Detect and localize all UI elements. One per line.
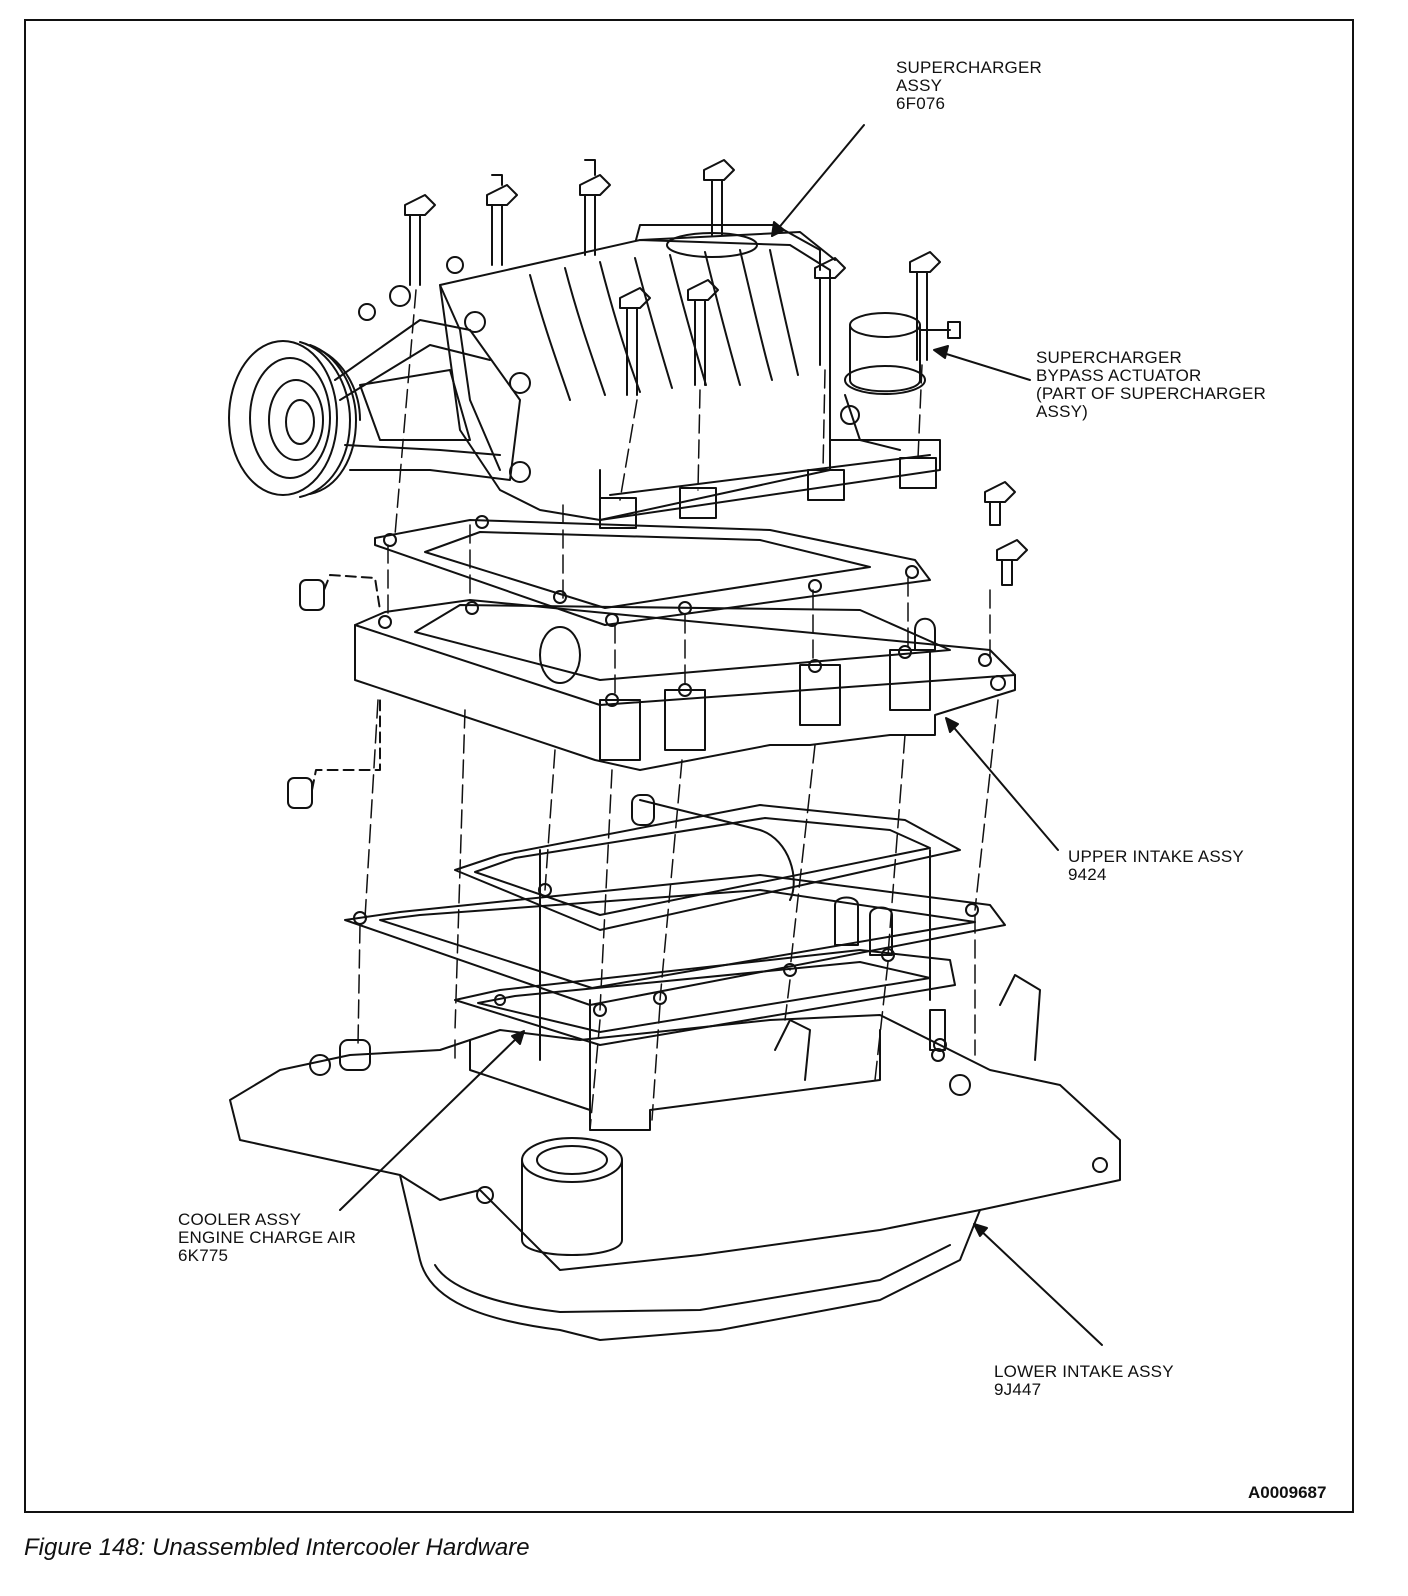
hose-caps-drawing <box>287 574 381 809</box>
diagram-frame <box>24 19 1354 1513</box>
alignment-lines-drawing <box>357 289 999 1131</box>
label-supercharger-assy: SUPERCHARGER ASSY 6F076 <box>896 58 1042 113</box>
label-lower-intake-assy: LOWER INTAKE ASSY 9J447 <box>994 1362 1174 1399</box>
leader-lines-drawing <box>339 124 1103 1346</box>
supercharger-assembly-drawing <box>228 224 961 529</box>
upper-intake-drawing <box>354 599 1016 771</box>
bolts-top-drawing <box>404 159 1028 586</box>
lower-intake-drawing <box>229 974 1121 1341</box>
figure-id-code: A0009687 <box>1248 1483 1327 1502</box>
cooler-assembly-drawing <box>344 794 1006 1131</box>
label-upper-intake-assy: UPPER INTAKE ASSY 9424 <box>1068 847 1244 884</box>
label-cooler-assy: COOLER ASSY ENGINE CHARGE AIR 6K775 <box>178 1210 357 1265</box>
figure-caption: Figure 148: Unassembled Intercooler Hard… <box>24 1534 530 1561</box>
label-bypass-actuator: SUPERCHARGER BYPASS ACTUATOR (PART OF SU… <box>1036 348 1266 421</box>
